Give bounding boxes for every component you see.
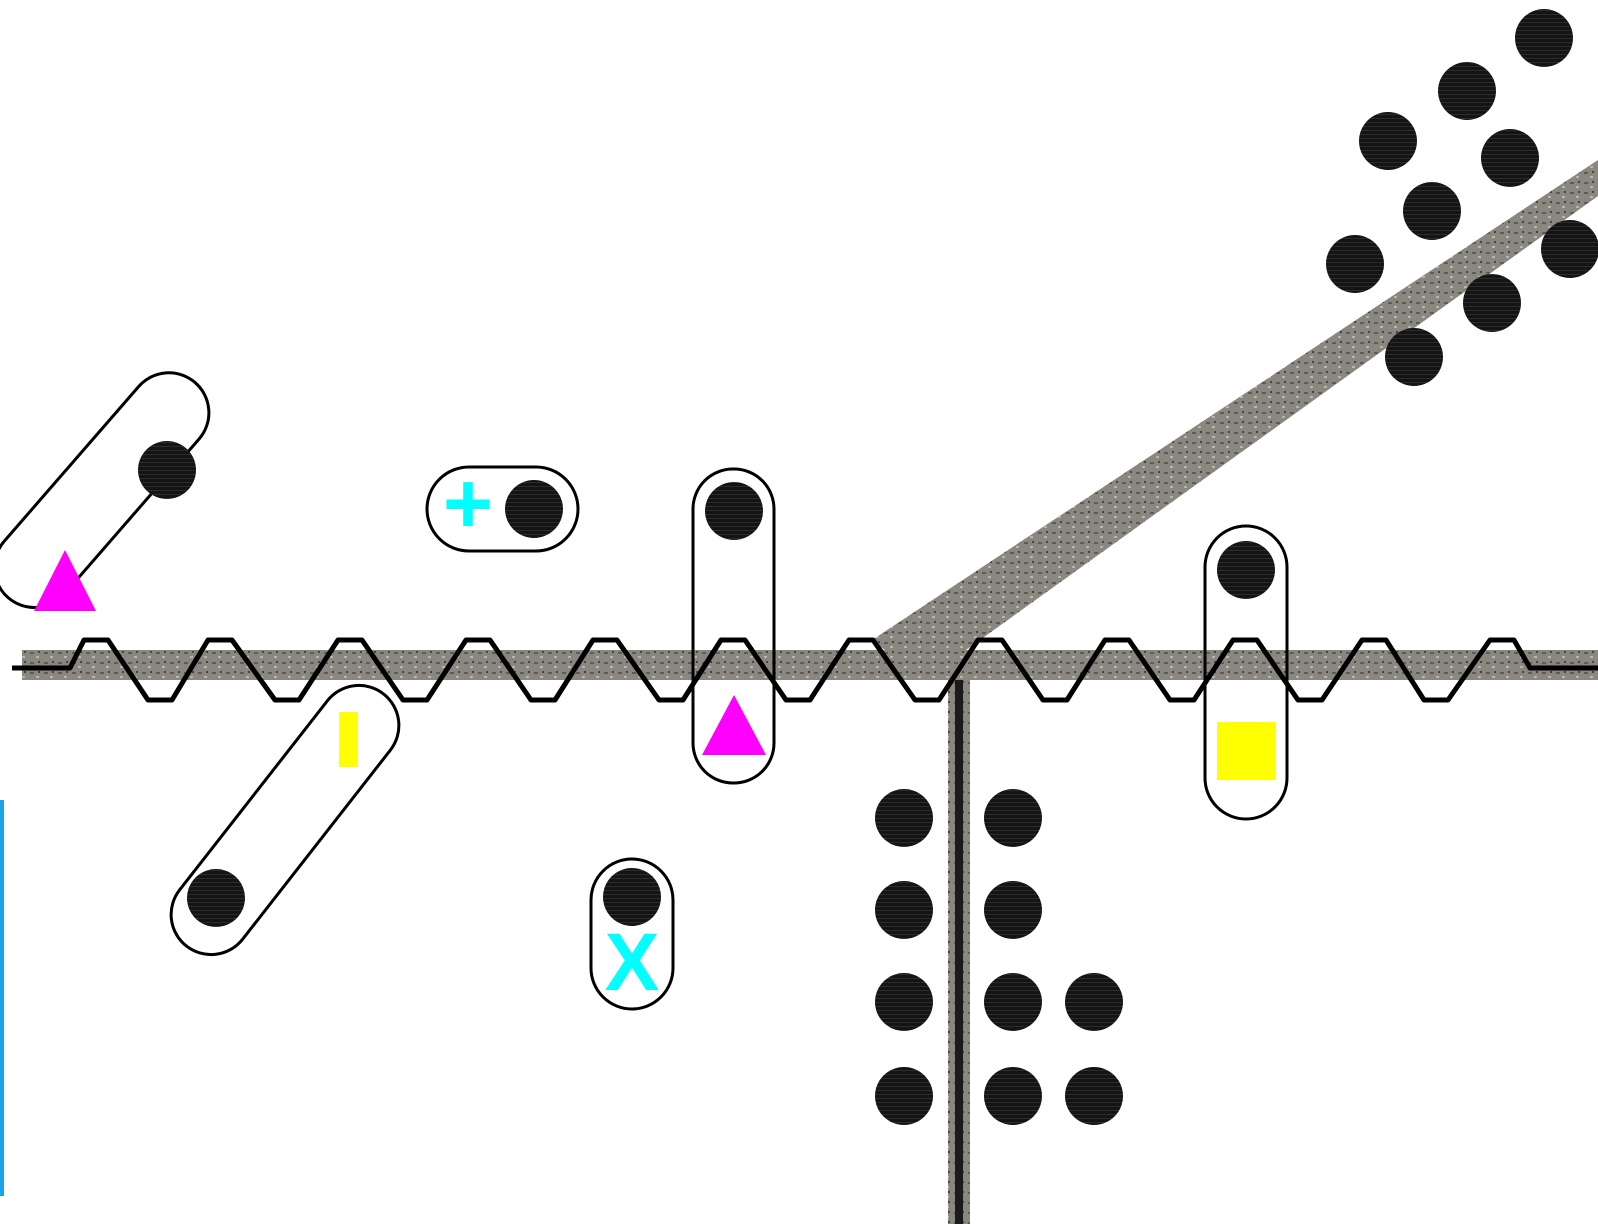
dot bbox=[984, 973, 1042, 1031]
dot bbox=[1515, 9, 1573, 67]
dot bbox=[138, 441, 196, 499]
dot bbox=[1065, 973, 1123, 1031]
dot bbox=[1438, 62, 1496, 120]
capsule-triangle-upper-left[interactable] bbox=[0, 356, 225, 624]
capsule-triangle-center[interactable] bbox=[693, 469, 774, 783]
dot bbox=[1065, 1067, 1123, 1125]
dot bbox=[505, 480, 563, 538]
dot bbox=[1463, 274, 1521, 332]
dot bbox=[984, 881, 1042, 939]
magenta-triangle-icon bbox=[702, 695, 766, 755]
vertical-road-center bbox=[955, 680, 963, 1224]
dot bbox=[1217, 541, 1275, 599]
dot bbox=[984, 789, 1042, 847]
dot bbox=[875, 789, 933, 847]
capsule-plus[interactable]: + bbox=[427, 456, 578, 552]
dot bbox=[984, 1067, 1042, 1125]
road-network bbox=[22, 160, 1598, 1224]
dot-cluster-bottom-center bbox=[875, 789, 1123, 1125]
capsule-outline bbox=[155, 669, 415, 970]
dot bbox=[875, 881, 933, 939]
yellow-bar-icon bbox=[339, 712, 358, 767]
dot bbox=[1326, 235, 1384, 293]
dot bbox=[1359, 112, 1417, 170]
capsule-bar[interactable] bbox=[155, 669, 415, 970]
dot bbox=[705, 482, 763, 540]
cyan-x-symbol: X bbox=[605, 917, 660, 1008]
capsule-outline bbox=[0, 356, 225, 624]
dot bbox=[1481, 129, 1539, 187]
dot bbox=[1403, 182, 1461, 240]
dot bbox=[875, 973, 933, 1031]
yellow-square-icon bbox=[1217, 722, 1276, 780]
dot bbox=[1385, 328, 1443, 386]
dot bbox=[875, 1067, 933, 1125]
capsule-x[interactable]: X bbox=[591, 859, 673, 1009]
dot bbox=[187, 869, 245, 927]
dot bbox=[1541, 220, 1598, 278]
cyan-plus-symbol: + bbox=[443, 456, 493, 552]
